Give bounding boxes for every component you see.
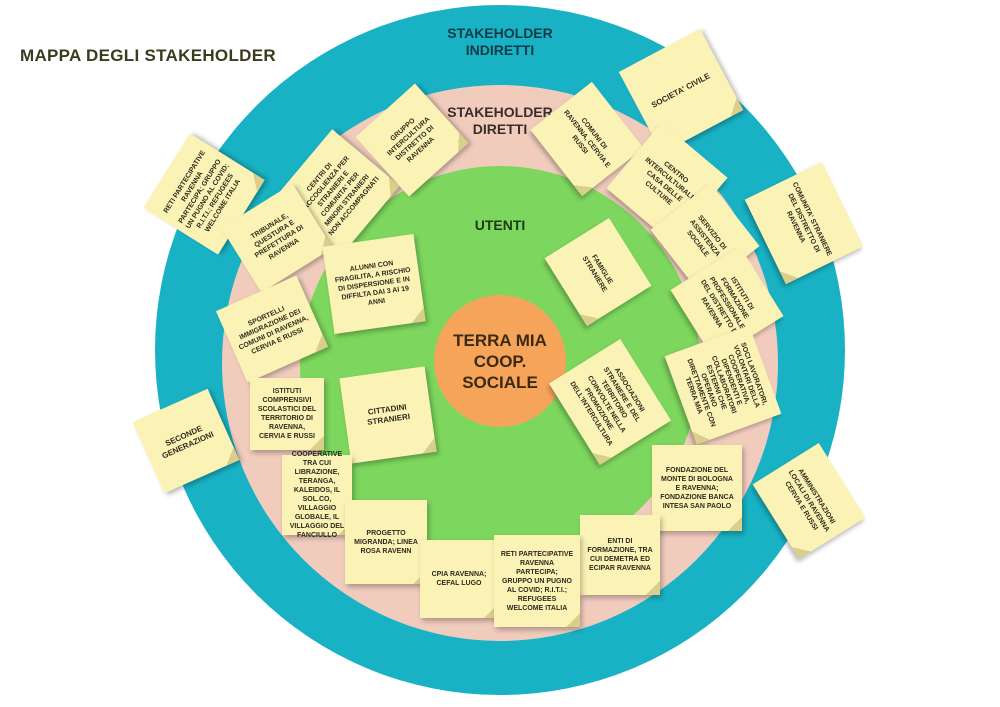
- note-text: TRIBUNALE, QUESTURA E PREFETTURA DI RAVE…: [250, 212, 305, 262]
- note-text: SOCIETA' CIVILE: [650, 71, 712, 110]
- note-text: COOPERATIVE TRA CUI LIBRAZIONE, TERANGA,…: [289, 451, 345, 539]
- diagram-title: MAPPA DEGLI STAKEHOLDER: [20, 46, 276, 65]
- note-text: SECONDE GENERAZIONI: [160, 423, 216, 461]
- note-cpia: CPIA RAVENNA; CEFAL LUGO: [420, 540, 498, 618]
- note-fondazione: FONDAZIONE DEL MONTE DI BOLOGNA E RAVENN…: [652, 445, 742, 531]
- note-cooperative: COOPERATIVE TRA CUI LIBRAZIONE, TERANGA,…: [282, 451, 352, 539]
- note-alunni: ALUNNI CON FRAGILITA, A RISCHIO DI DISPE…: [322, 234, 426, 334]
- note-text: RETI PARTECIPATIVE RAVENNA PARTECIPA; GR…: [500, 550, 574, 612]
- note-text: FAMIGLIE STRANIERE: [580, 253, 614, 294]
- label-direct-line-1: STAKEHOLDER: [447, 104, 553, 120]
- note-text: CPIA RAVENNA; CEFAL LUGO: [431, 571, 487, 587]
- note-text: ISTITUTI COMPRENSIVI SCOLASTICI DEL TERR…: [257, 388, 317, 440]
- note-istituti-comprensivi: ISTITUTI COMPRENSIVI SCOLASTICI DEL TERR…: [250, 378, 324, 450]
- label-indirect-line-1: STAKEHOLDER: [447, 25, 553, 41]
- note-enti-formazione: ENTI DI FORMAZIONE, TRA CUI DEMETRA ED E…: [580, 515, 660, 595]
- note-text: AMMINISTRAZIONI LOCALI DI RAVENNA CERVIA…: [783, 467, 837, 533]
- note-text: COMUNITA' STRANIERE DEL DISTRETTO DI RAV…: [785, 180, 834, 258]
- note-progetto-migranda: PROGETTO MIGRANDA; LINEA ROSA RAVENN: [345, 500, 427, 584]
- center-line-2: COOP. SOCIALE: [462, 351, 538, 392]
- note-text: GRUPPO INTERCULTURA DISTRETTO DI RAVENNA: [386, 115, 437, 165]
- note-text: SOCI LAVORATORI, VOLONTARI DELLA COOPERA…: [683, 341, 769, 428]
- note-text: FONDAZIONE DEL MONTE DI BOLOGNA E RAVENN…: [660, 466, 734, 510]
- label-direct-line-2: DIRETTI: [472, 121, 528, 137]
- note-text: PROGETTO MIGRANDA; LINEA ROSA RAVENN: [354, 529, 418, 555]
- note-text: ISTITUTI DI FORMAZIONE PROFESSIONALE DEL…: [699, 275, 756, 337]
- label-direct-stakeholders: STAKEHOLDER DIRETTI: [430, 104, 570, 138]
- center-line-1: TERRA MIA: [453, 330, 547, 350]
- note-text: ALUNNI CON FRAGILITA, A RISCHIO DI DISPE…: [334, 259, 412, 307]
- note-text: COMUNI DI RAVENNA, CERVIA E RUSSI: [562, 108, 612, 169]
- note-cittadini: CITTADINI STRANIERI: [339, 366, 437, 464]
- note-reti-dirette: RETI PARTECIPATIVE RAVENNA PARTECIPA; GR…: [494, 535, 580, 627]
- label-users: UTENTI: [474, 217, 526, 233]
- center-organization: TERRA MIA COOP. SOCIALE: [434, 295, 566, 427]
- label-indirect-stakeholders: STAKEHOLDER INDIRETTI: [425, 25, 575, 59]
- label-indirect-line-2: INDIRETTI: [465, 42, 535, 58]
- note-text: ENTI DI FORMAZIONE, TRA CUI DEMETRA ED E…: [587, 538, 653, 572]
- note-text: CITTADINI STRANIERI: [366, 402, 411, 427]
- note-text: SPORTELLI IMMIGRAZIONE DEI COMUNI DI RAV…: [237, 305, 310, 356]
